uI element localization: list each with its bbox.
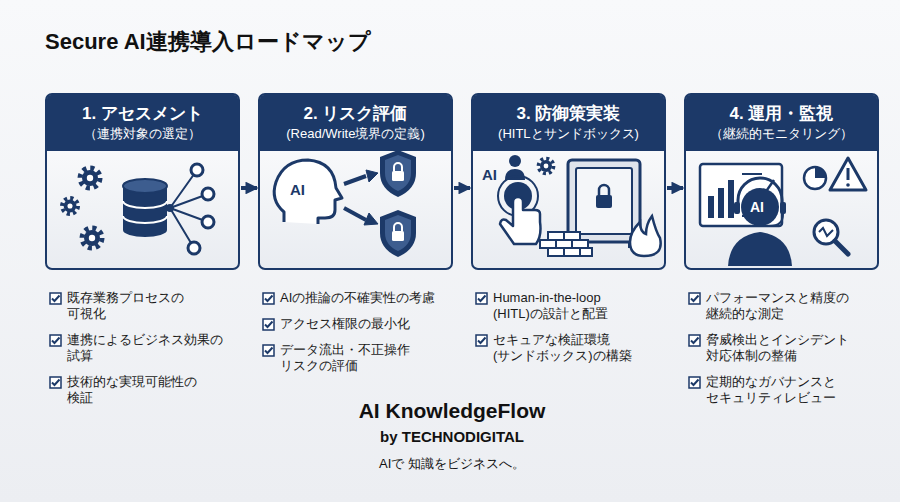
- checklist-item: 既存業務プロセスの 可視化: [49, 290, 233, 322]
- checklist-item: 連携によるビジネス効果の 試算: [49, 332, 233, 364]
- icon-text: AI: [482, 166, 497, 183]
- flow-arrow: [454, 186, 470, 190]
- checkbox-icon: [49, 292, 62, 305]
- brand-text: AIで 知識をビジネスへ。: [379, 455, 525, 473]
- brand-text: by TECHNODIGITAL: [380, 428, 524, 445]
- checkbox-icon: [262, 318, 275, 331]
- checklist: Human-in-the-loop (HITL)の設計と配置セキュアな検証環境 …: [475, 290, 643, 374]
- checkbox-icon: [688, 334, 701, 347]
- card-ground: [471, 93, 666, 270]
- phase-subtitle: (HITLとサンドボックス): [479, 125, 658, 143]
- checkbox-icon: [262, 292, 275, 305]
- flow-arrow: [241, 186, 257, 190]
- checklist-text: アクセス権限の最小化: [280, 316, 456, 332]
- checklist-text: データ流出・不正操作 リスクの評価: [280, 342, 420, 374]
- checklist-text: 既存業務プロセスの 可視化: [67, 290, 194, 322]
- phase-header: 3. 防御策実装(HITLとサンドボックス): [473, 95, 664, 151]
- brand-text: AI KnowledgeFlow: [359, 399, 546, 423]
- risk-icon: [274, 150, 416, 257]
- card-ground: [45, 93, 240, 270]
- checklist: パフォーマンスと精度の 継続的な測定脅威検出とインシデント 対応体制の整備定期的…: [688, 290, 859, 416]
- phase-subtitle: （連携対象の選定）: [53, 125, 232, 143]
- phase-title: 3. 防御策実装: [479, 103, 658, 125]
- checkbox-icon: [49, 334, 62, 347]
- assessment-icon: [62, 164, 214, 254]
- phase-card: 1. アセスメント（連携対象の選定）: [45, 93, 240, 270]
- checklist: AIの推論の不確実性の考慮アクセス権限の最小化データ流出・不正操作 リスクの評価: [262, 290, 456, 384]
- checklist-item: データ流出・不正操作 リスクの評価: [262, 342, 456, 374]
- checklist-text: 連携によるビジネス効果の 試算: [67, 332, 233, 364]
- checklist-text: 定期的なガバナンスと セキュリティレビュー: [706, 374, 846, 406]
- diagram-title: Secure AI連携導入ロードマップ: [45, 27, 371, 57]
- phase-subtitle: (Read/Write境界の定義): [266, 125, 445, 143]
- checklist-text: 脅威検出とインシデント 対応体制の整備: [706, 332, 859, 364]
- card-ground: [258, 93, 453, 270]
- checkbox-icon: [688, 376, 701, 389]
- phase-header: 2. リスク評価(Read/Write境界の定義): [260, 95, 451, 151]
- monitoring-icon: [700, 158, 866, 266]
- phase-header: 1. アセスメント（連携対象の選定）: [47, 95, 238, 151]
- phase-title: 1. アセスメント: [53, 103, 232, 125]
- checklist-item: Human-in-the-loop (HITL)の設計と配置: [475, 290, 643, 322]
- checklist-text: AIの推論の不確実性の考慮: [280, 290, 456, 306]
- checklist-item: 定期的なガバナンスと セキュリティレビュー: [688, 374, 859, 406]
- checklist-item: アクセス権限の最小化: [262, 316, 456, 332]
- phase-card: 2. リスク評価(Read/Write境界の定義): [258, 93, 453, 270]
- checkbox-icon: [475, 292, 488, 305]
- checklist-item: パフォーマンスと精度の 継続的な測定: [688, 290, 859, 322]
- checklist-text: 技術的な実現可能性の 検証: [67, 374, 207, 406]
- checklist-item: 技術的な実現可能性の 検証: [49, 374, 233, 406]
- phase-header: 4. 運用・監視（継続的モニタリング）: [686, 95, 877, 151]
- card-ground: [684, 93, 879, 270]
- phase-title: 4. 運用・監視: [692, 103, 871, 125]
- icon-text: AI: [750, 199, 764, 215]
- phase-card: 3. 防御策実装(HITLとサンドボックス): [471, 93, 666, 270]
- checklist-text: Human-in-the-loop (HITL)の設計と配置: [493, 290, 626, 322]
- flow-arrow: [667, 186, 683, 190]
- checklist: 既存業務プロセスの 可視化連携によるビジネス効果の 試算技術的な実現可能性の 検…: [49, 290, 233, 416]
- checklist-item: セキュアな検証環境 (サンドボックス)の構築: [475, 332, 643, 364]
- checklist-text: セキュアな検証環境 (サンドボックス)の構築: [493, 332, 643, 364]
- checkbox-icon: [262, 344, 275, 357]
- checkbox-icon: [475, 334, 488, 347]
- phase-subtitle: （継続的モニタリング）: [692, 125, 871, 143]
- checklist-text: パフォーマンスと精度の 継続的な測定: [706, 290, 859, 322]
- phase-title: 2. リスク評価: [266, 103, 445, 125]
- defense-icon: [498, 155, 661, 256]
- phase-card: 4. 運用・監視（継続的モニタリング）: [684, 93, 879, 270]
- icon-text: AI: [290, 181, 305, 198]
- checklist-item: 脅威検出とインシデント 対応体制の整備: [688, 332, 859, 364]
- checkbox-icon: [49, 376, 62, 389]
- checkbox-icon: [688, 292, 701, 305]
- checklist-item: AIの推論の不確実性の考慮: [262, 290, 456, 306]
